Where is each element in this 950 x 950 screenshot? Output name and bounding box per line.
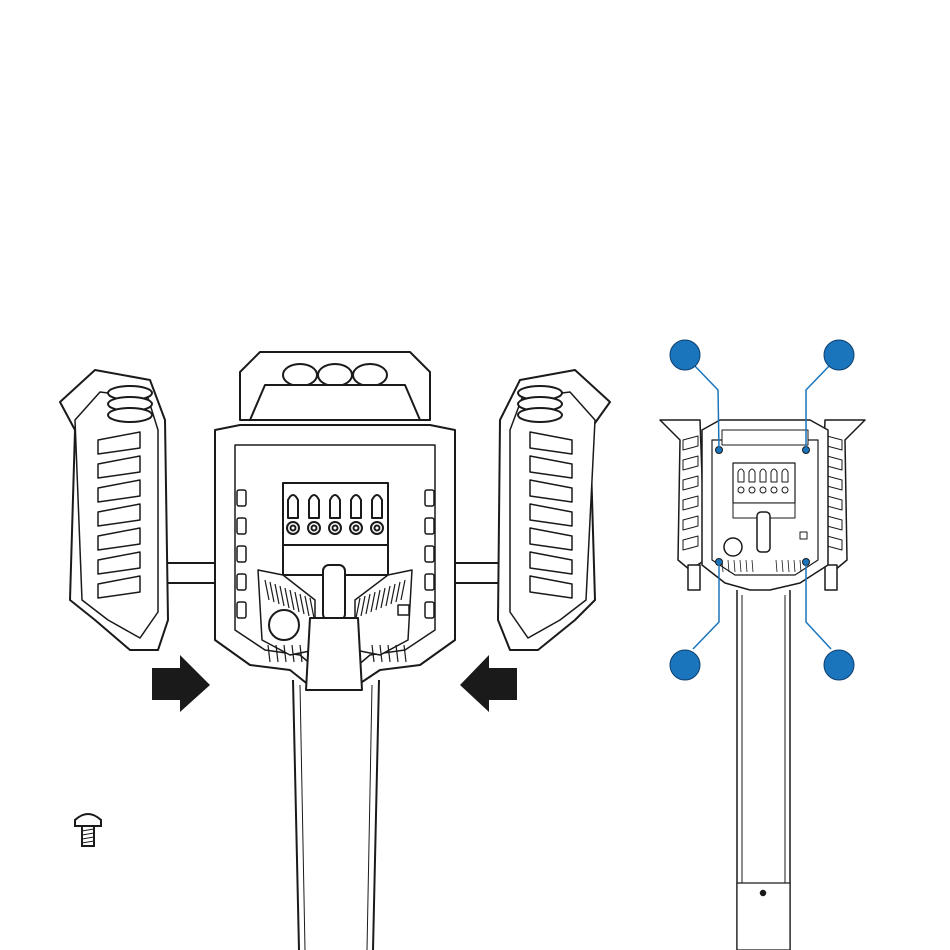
- clip: [425, 602, 434, 618]
- clip: [237, 546, 246, 562]
- terminal-screw-head: [291, 526, 296, 531]
- clip: [425, 546, 434, 562]
- clip: [425, 490, 434, 506]
- terminal-screw: [771, 487, 777, 493]
- push-left-arrow: [460, 655, 517, 712]
- left-side-module: [60, 370, 168, 650]
- clip: [237, 518, 246, 534]
- terminal: [330, 495, 340, 518]
- terminal-screw-head: [354, 526, 359, 531]
- clip: [425, 518, 434, 534]
- central-housing: [215, 352, 455, 690]
- label-mark: [398, 605, 409, 615]
- pole-collar: [323, 565, 345, 620]
- cable-gland: [283, 364, 317, 386]
- terminal-screw-head: [333, 526, 338, 531]
- terminal: [288, 495, 298, 518]
- cable-gland: [318, 364, 352, 386]
- terminal: [782, 469, 788, 482]
- clip: [237, 602, 246, 618]
- pole: [293, 680, 379, 950]
- terminal: [372, 495, 382, 518]
- clip: [237, 574, 246, 590]
- callout-marker: [824, 340, 854, 370]
- push-right-arrow: [152, 655, 210, 712]
- terminal: [738, 469, 744, 482]
- cable-gland: [353, 364, 387, 386]
- left-view-assembly: [60, 352, 610, 950]
- terminal: [760, 469, 766, 482]
- knockout: [269, 610, 299, 640]
- right-view-assembly: [660, 340, 865, 950]
- terminal: [351, 495, 361, 518]
- callout-marker: [670, 340, 700, 370]
- right-side-module: [498, 370, 610, 650]
- terminal-screw: [760, 487, 766, 493]
- terminal-screw-head: [312, 526, 317, 531]
- clip: [425, 574, 434, 590]
- terminal-screw: [738, 487, 744, 493]
- callout-marker: [670, 650, 700, 680]
- clip: [237, 490, 246, 506]
- callout-marker: [824, 650, 854, 680]
- screw-icon: [75, 814, 101, 846]
- terminal: [309, 495, 319, 518]
- terminal: [749, 469, 755, 482]
- terminal-screw-head: [375, 526, 380, 531]
- terminal-screw: [782, 487, 788, 493]
- terminal-screw: [749, 487, 755, 493]
- terminal: [771, 469, 777, 482]
